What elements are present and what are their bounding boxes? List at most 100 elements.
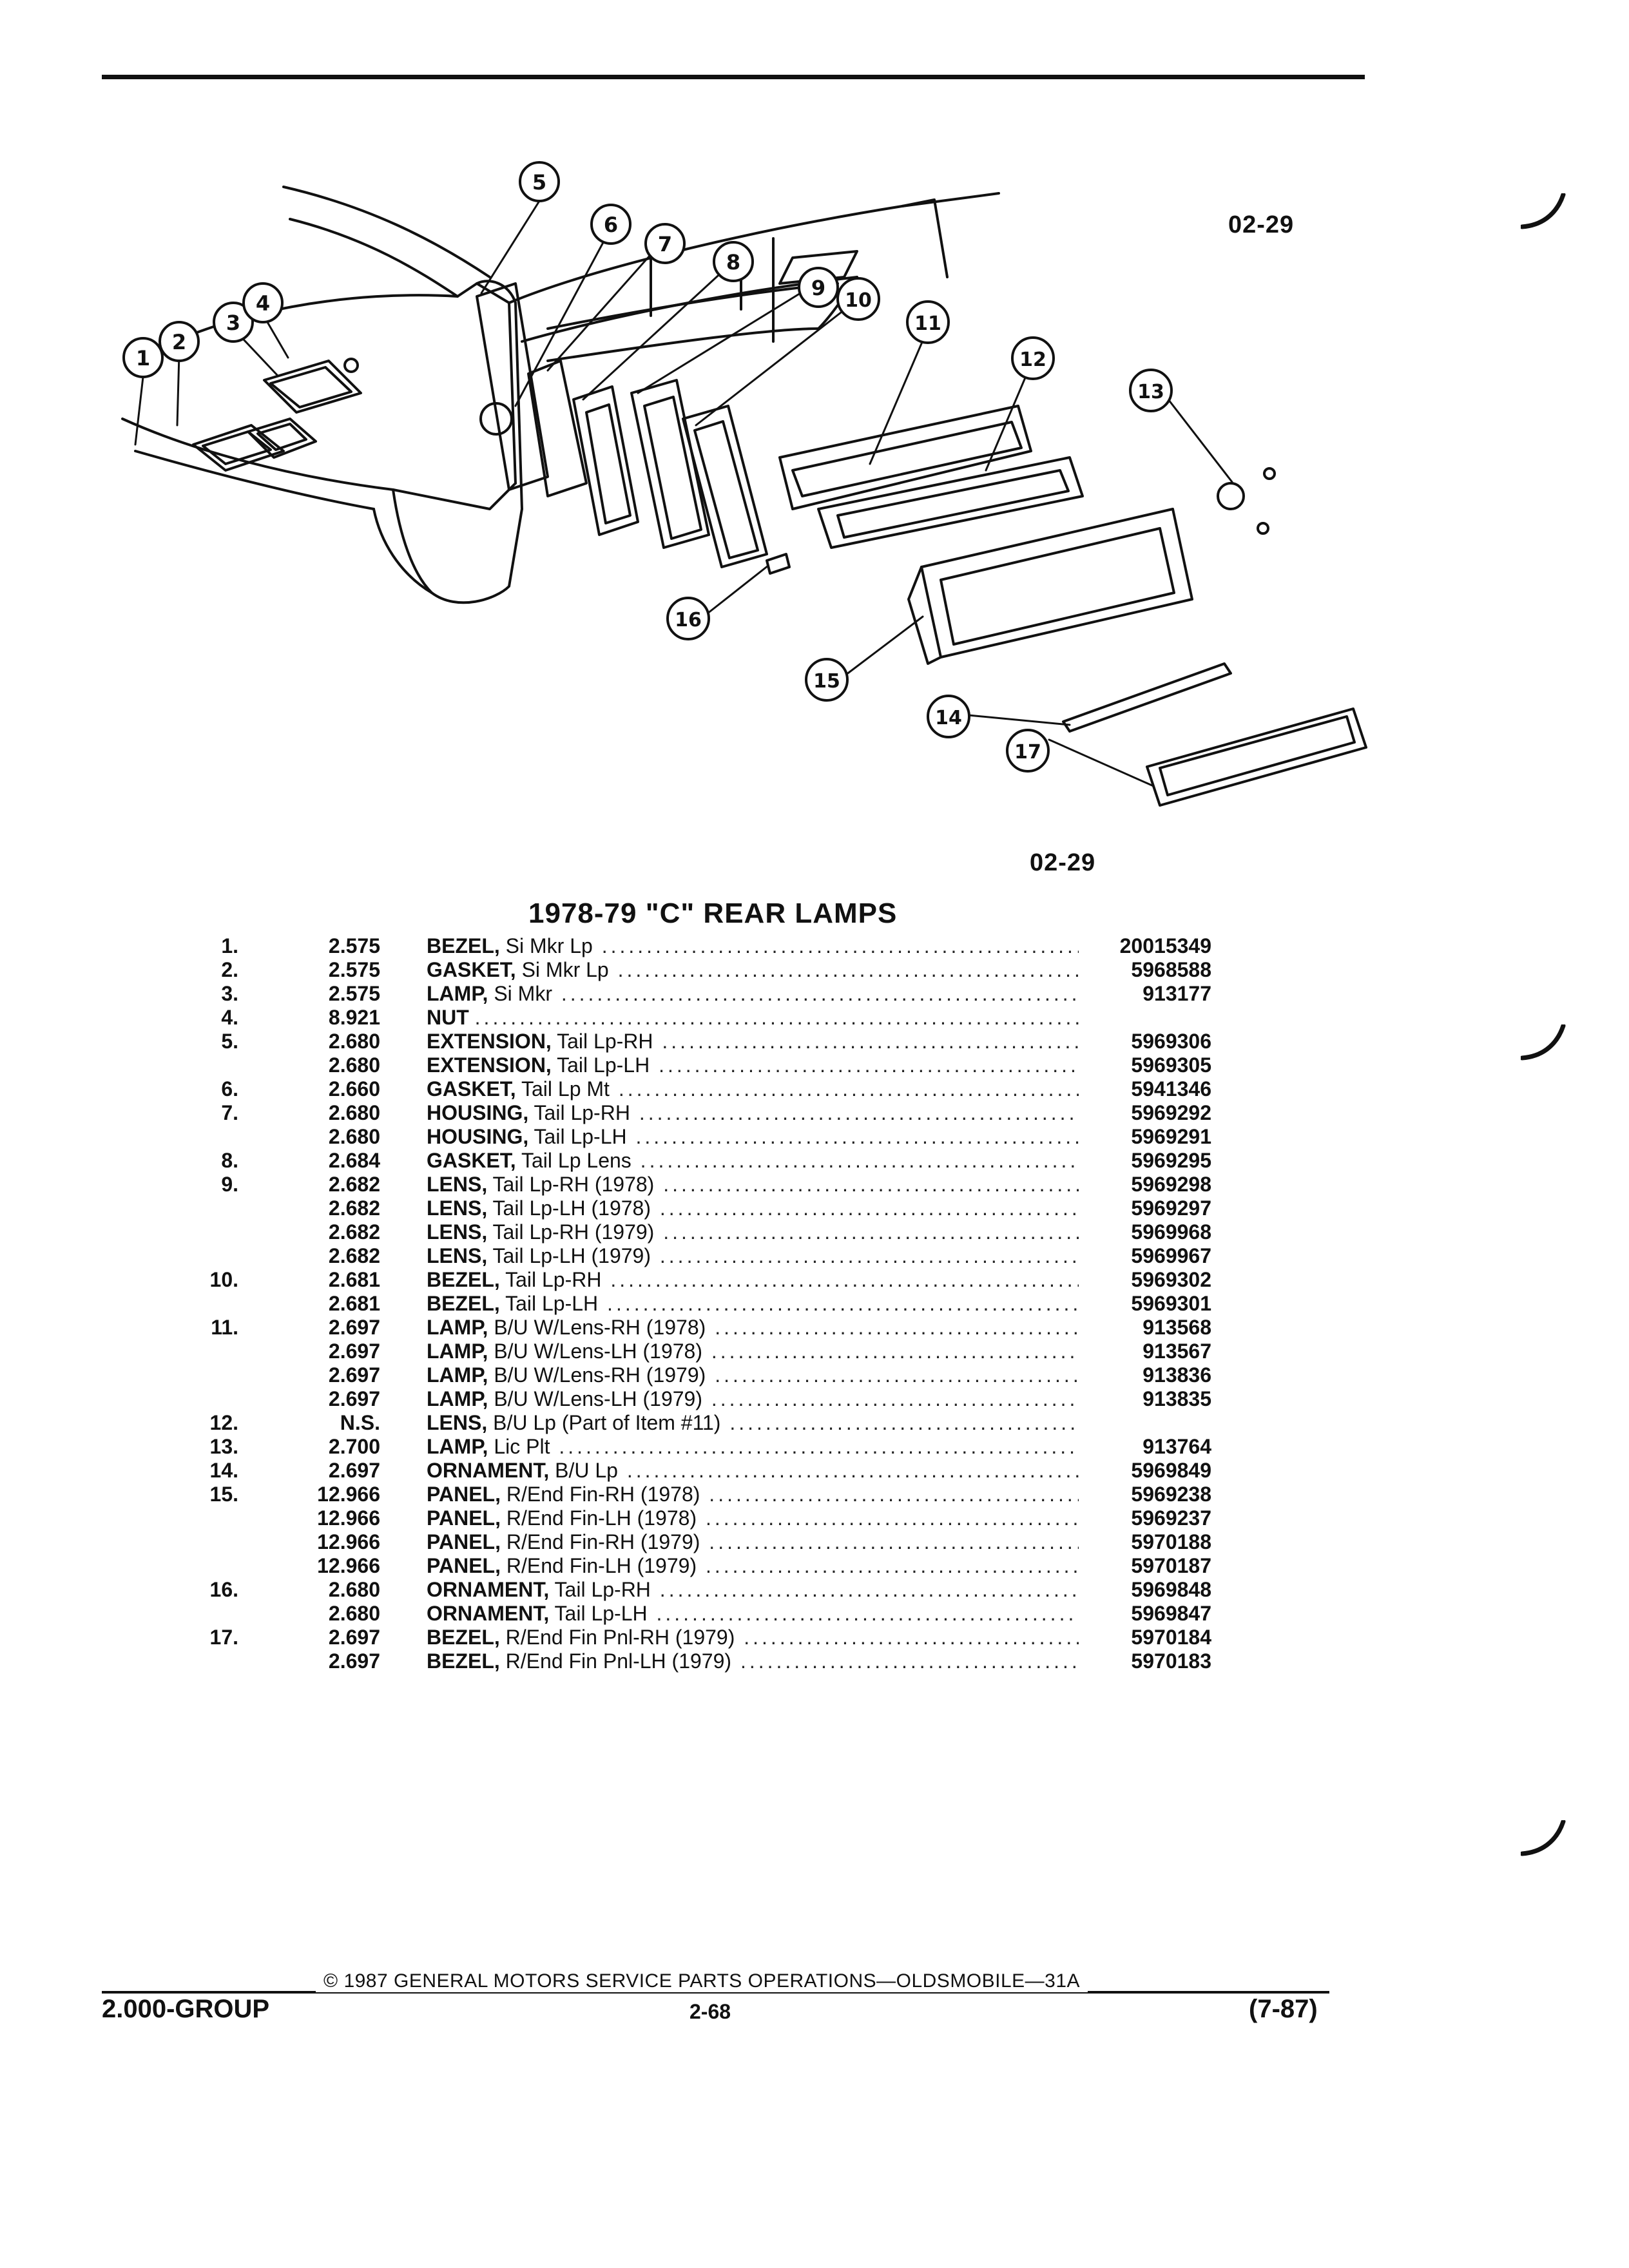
item-number: 2. bbox=[221, 958, 238, 981]
part-name: BEZEL, bbox=[427, 1649, 500, 1673]
group-number: 2.575 bbox=[328, 958, 380, 981]
group-number: 2.682 bbox=[328, 1196, 380, 1220]
part-description: ORNAMENT, B/U Lp .......................… bbox=[427, 1459, 1079, 1483]
part-number: 913764 bbox=[1142, 1435, 1211, 1458]
part-name: GASKET, bbox=[427, 958, 516, 981]
dot-leader: ........................................… bbox=[663, 1173, 1079, 1196]
dot-leader: ........................................… bbox=[662, 1030, 1079, 1053]
figure-code-mid: 02-29 bbox=[1030, 849, 1096, 876]
part-name: PANEL, bbox=[427, 1483, 501, 1506]
part-description: LAMP, B/U W/Lens-LH (1978) .............… bbox=[427, 1340, 1079, 1363]
part-number: 5969305 bbox=[1131, 1053, 1211, 1077]
dot-leader: ........................................… bbox=[639, 1101, 1079, 1124]
part-detail: Si Mkr Lp bbox=[505, 934, 593, 957]
part-detail: B/U W/Lens-RH (1979) bbox=[494, 1363, 706, 1387]
footer-page-number: 2-68 bbox=[689, 2000, 731, 2023]
top-rule bbox=[102, 75, 1365, 79]
group-number: 2.680 bbox=[328, 1101, 380, 1124]
svg-text:9: 9 bbox=[811, 276, 825, 300]
part-name: LENS, bbox=[427, 1244, 488, 1267]
item-number: 10. bbox=[209, 1268, 238, 1291]
part-name: ORNAMENT, bbox=[427, 1578, 550, 1601]
svg-text:2: 2 bbox=[172, 330, 186, 354]
part-description: LENS, Tail Lp-RH (1979) ................… bbox=[427, 1220, 1079, 1244]
callout-5: 5 bbox=[519, 161, 560, 202]
part-name: LAMP, bbox=[427, 1340, 488, 1363]
part-description: LAMP, Si Mkr ...........................… bbox=[427, 982, 1079, 1006]
group-number: 2.682 bbox=[328, 1220, 380, 1244]
part-detail: Tail Lp-RH (1978) bbox=[492, 1173, 655, 1196]
part-description: PANEL, R/End Fin-RH (1979) .............… bbox=[427, 1530, 1079, 1554]
item-number: 14. bbox=[209, 1459, 238, 1482]
part-description: BEZEL, Si Mkr Lp .......................… bbox=[427, 934, 1079, 958]
callout-14: 14 bbox=[927, 695, 970, 738]
part-detail: B/U W/Lens-LH (1979) bbox=[494, 1387, 702, 1410]
part-number: 5970183 bbox=[1131, 1649, 1211, 1673]
svg-text:12: 12 bbox=[1019, 349, 1046, 371]
part-detail: Tail Lp-RH bbox=[557, 1030, 653, 1053]
part-number: 5969848 bbox=[1131, 1578, 1211, 1601]
part-number: 913835 bbox=[1142, 1387, 1211, 1410]
part-number: 5969295 bbox=[1131, 1149, 1211, 1172]
group-number: 2.697 bbox=[328, 1387, 380, 1410]
item-number: 8. bbox=[221, 1149, 238, 1172]
group-number: 2.575 bbox=[328, 934, 380, 957]
item-number: 15. bbox=[209, 1483, 238, 1506]
dot-leader: ........................................… bbox=[709, 1483, 1079, 1506]
part-number: 5941346 bbox=[1131, 1077, 1211, 1100]
part-detail: Si Mkr bbox=[494, 982, 552, 1005]
dot-leader: ........................................… bbox=[659, 1578, 1079, 1601]
part-number: 5969292 bbox=[1131, 1101, 1211, 1124]
group-number: 2.684 bbox=[328, 1149, 380, 1172]
part-name: LAMP, bbox=[427, 1363, 488, 1387]
part-number: 5969298 bbox=[1131, 1173, 1211, 1196]
part-name: LAMP, bbox=[427, 982, 488, 1005]
group-number: 2.697 bbox=[328, 1363, 380, 1387]
part-name: LAMP, bbox=[427, 1435, 488, 1458]
svg-text:15: 15 bbox=[813, 670, 840, 693]
svg-text:17: 17 bbox=[1014, 741, 1041, 764]
part-description: LENS, Tail Lp-LH (1979) ................… bbox=[427, 1244, 1079, 1268]
part-name: LAMP, bbox=[427, 1387, 488, 1410]
part-detail: Tail Lp-RH bbox=[505, 1268, 602, 1291]
part-number: 20015349 bbox=[1119, 934, 1211, 957]
footer-copyright: © 1987 GENERAL MOTORS SERVICE PARTS OPER… bbox=[316, 1970, 1088, 1992]
part-detail: Tail Lp-LH (1979) bbox=[492, 1244, 651, 1267]
part-number: 913177 bbox=[1142, 982, 1211, 1005]
callout-12: 12 bbox=[1011, 336, 1055, 380]
svg-text:14: 14 bbox=[935, 707, 962, 729]
item-number: 3. bbox=[221, 982, 238, 1005]
svg-text:5: 5 bbox=[532, 170, 546, 195]
callout-17: 17 bbox=[1006, 729, 1050, 773]
part-detail: R/End Fin Pnl-LH (1979) bbox=[505, 1649, 732, 1673]
group-number: 2.697 bbox=[328, 1340, 380, 1363]
callout-15: 15 bbox=[805, 658, 849, 702]
dot-leader: ........................................… bbox=[715, 1316, 1079, 1339]
part-name: BEZEL, bbox=[427, 934, 500, 957]
svg-text:11: 11 bbox=[914, 312, 941, 335]
part-detail: Tail Lp-LH bbox=[557, 1053, 650, 1077]
part-description: EXTENSION, Tail Lp-RH ..................… bbox=[427, 1030, 1079, 1053]
part-detail: Tail Lp-RH bbox=[534, 1101, 630, 1124]
part-number: 5969297 bbox=[1131, 1196, 1211, 1220]
dot-leader: ........................................… bbox=[610, 1268, 1079, 1291]
binder-mark-icon bbox=[1521, 193, 1566, 229]
part-number: 5969306 bbox=[1131, 1030, 1211, 1053]
group-number: 2.682 bbox=[328, 1173, 380, 1196]
part-name: PANEL, bbox=[427, 1506, 501, 1530]
part-name: LENS, bbox=[427, 1196, 488, 1220]
part-description: HOUSING, Tail Lp-RH ....................… bbox=[427, 1101, 1079, 1125]
dot-leader: ........................................… bbox=[659, 1196, 1079, 1220]
svg-text:7: 7 bbox=[658, 232, 672, 256]
item-number: 7. bbox=[221, 1101, 238, 1124]
item-number: 11. bbox=[211, 1316, 238, 1339]
part-name: ORNAMENT, bbox=[427, 1602, 550, 1625]
callout-3: 3 bbox=[213, 302, 254, 343]
callout-16: 16 bbox=[666, 597, 710, 640]
